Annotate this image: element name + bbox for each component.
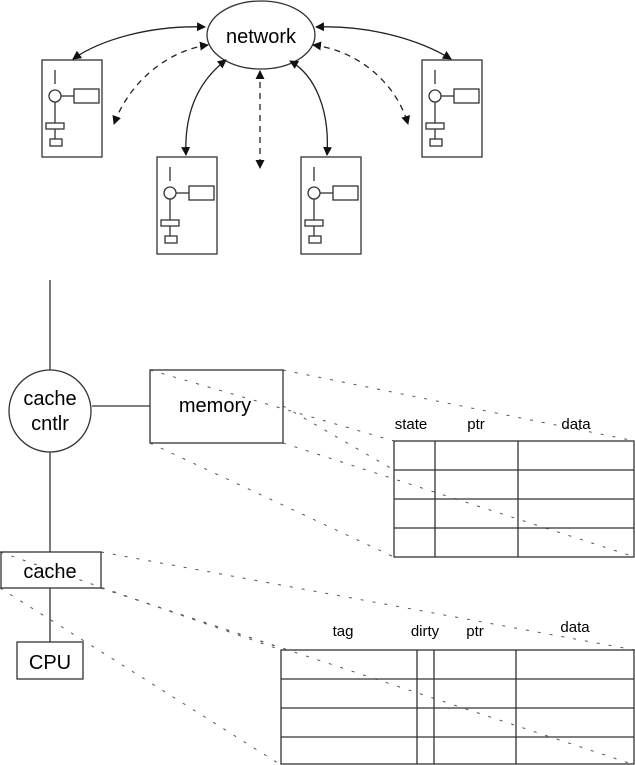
memory-table-header-ptr: ptr xyxy=(467,416,485,433)
link-network-node2 xyxy=(181,59,227,156)
memory-zoom-guides xyxy=(149,369,635,558)
link-network-node1 xyxy=(72,22,206,60)
link-network-node1-dashed xyxy=(112,41,209,125)
node-1 xyxy=(41,59,103,158)
cache-table: tag dirty ptr data xyxy=(280,619,635,765)
node-2 xyxy=(156,156,218,255)
network-label: network xyxy=(226,26,297,48)
node-4 xyxy=(421,59,483,158)
node-cache xyxy=(45,122,65,130)
memory-box: memory xyxy=(149,369,284,444)
node-memory xyxy=(73,88,100,104)
node-controller xyxy=(48,89,62,103)
memory-table-header-data: data xyxy=(561,416,591,433)
cpu-box: CPU xyxy=(16,641,84,680)
cpu-label: CPU xyxy=(29,652,71,674)
network-node: network xyxy=(206,0,316,70)
cache-controller-label-2: cntlr xyxy=(31,413,69,435)
cache-table-header-data: data xyxy=(560,619,590,636)
node-cpu xyxy=(49,138,63,147)
link-network-node4 xyxy=(315,22,452,60)
cache-table-header-dirty: dirty xyxy=(411,623,440,640)
cache-controller-label-1: cache xyxy=(23,388,76,410)
cache-zoom-guides xyxy=(0,551,635,765)
memory-table: state ptr data xyxy=(393,416,635,558)
link-network-node4-dashed xyxy=(312,41,411,125)
node-3 xyxy=(300,156,362,255)
memory-table-header-state: state xyxy=(395,416,428,433)
link-network-node3 xyxy=(289,60,333,156)
cache-table-header-ptr: ptr xyxy=(466,623,484,640)
cache-table-header-tag: tag xyxy=(333,623,354,640)
cache-controller: cache cntlr xyxy=(8,369,92,453)
memory-label: memory xyxy=(179,395,251,417)
cache-box: cache xyxy=(0,551,102,589)
cache-label: cache xyxy=(23,561,76,583)
